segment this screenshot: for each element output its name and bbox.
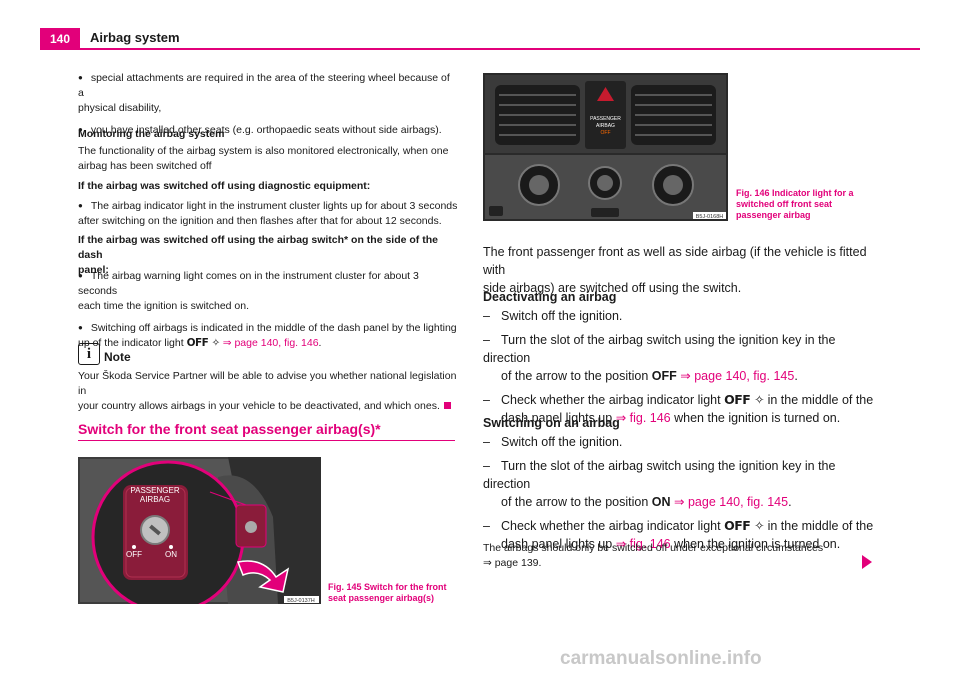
airbag-off-indicator-icon: OFF ✧	[186, 337, 221, 349]
watermark: carmanualsonline.info	[560, 648, 762, 669]
monitoring-heading: Monitoring the airbag system	[78, 128, 225, 140]
svg-text:B5J-0168H: B5J-0168H	[696, 214, 724, 220]
list-item-continued: physical disability,	[78, 102, 162, 114]
section-heading: Switch for the front seat passenger airb…	[78, 421, 381, 437]
monitoring-paragraph: The functionality of the airbag system i…	[78, 145, 449, 172]
step-item: –Check whether the airbag indicator ligh…	[483, 392, 874, 407]
airbag-off-indicator-icon: OFF ✧	[724, 518, 765, 533]
page-title: Airbag system	[90, 30, 180, 45]
end-mark-icon	[443, 402, 451, 409]
figure-145-caption: Fig. 145 Switch for the front seat passe…	[328, 582, 447, 603]
section-rule	[78, 440, 455, 441]
bullet-icon	[78, 200, 91, 212]
step-item: –Switch off the ignition.	[483, 435, 623, 449]
intro-paragraph: The front passenger front as well as sid…	[483, 245, 867, 295]
svg-text:OFF: OFF	[126, 550, 142, 559]
svg-text:OFF: OFF	[601, 130, 611, 136]
list-item: you have installed other seats (e.g. ort…	[78, 122, 458, 138]
bullet-icon	[78, 270, 91, 282]
bullet-icon	[78, 72, 91, 84]
next-page-arrow-icon	[862, 555, 872, 569]
svg-text:AIRBAG: AIRBAG	[140, 495, 170, 504]
bullet-icon	[78, 124, 91, 136]
activate-heading: Switching on an airbag	[483, 416, 620, 430]
list-item: special attachments are required in the …	[78, 70, 458, 101]
diagnostic-bullet: The airbag indicator light in the instru…	[78, 198, 458, 229]
figure-link[interactable]: ⇒ fig. 146	[615, 411, 671, 425]
deactivate-steps: –Switch off the ignition. –Turn the slot…	[483, 307, 883, 427]
step-item: –Check whether the airbag indicator ligh…	[483, 518, 874, 533]
page-link[interactable]: ⇒ page 140, fig. 146	[222, 337, 319, 349]
bullet-icon	[78, 322, 91, 334]
step-item: –Turn the slot of the airbag switch usin…	[483, 459, 836, 491]
svg-text:AIRBAG: AIRBAG	[596, 123, 615, 129]
svg-text:B5J-0137H: B5J-0137H	[287, 598, 315, 604]
deactivate-heading: Deactivating an airbag	[483, 290, 617, 304]
switch-bullets: The airbag warning light comes on in the…	[78, 268, 458, 351]
diagnostic-heading: If the airbag was switched off using dia…	[78, 180, 371, 192]
airbag-off-indicator-icon: OFF ✧	[724, 392, 765, 407]
svg-text:PASSENGER: PASSENGER	[590, 116, 621, 122]
bullet-list-top: special attachments are required in the …	[78, 70, 458, 138]
step-item: –Switch off the ignition.	[483, 309, 623, 323]
switch-heading: If the airbag was switched off using the…	[78, 234, 438, 276]
note-heading: Note	[104, 350, 131, 364]
figure-146-image: PASSENGER AIRBAG OFF B5J-0168H	[483, 73, 728, 221]
figure-146-caption: Fig. 146 Indicator light for a switched …	[736, 188, 854, 220]
page-number: 140	[40, 28, 80, 50]
figure-145-image: PASSENGER AIRBAG OFF ON B5J-0137H	[78, 457, 321, 614]
note-text: Your Škoda Service Partner will be able …	[78, 370, 457, 412]
footer-note: The airbags should only be switched off …	[483, 542, 824, 569]
page-link[interactable]: ⇒ page 140, fig. 145	[674, 495, 789, 509]
header-rule	[40, 48, 920, 50]
figure-link[interactable]: ⇒ fig. 146	[615, 537, 671, 551]
note-icon: i	[78, 343, 100, 365]
page-link[interactable]: ⇒ page 140, fig. 145	[680, 369, 795, 383]
activate-steps: –Switch off the ignition. –Turn the slot…	[483, 433, 883, 553]
step-item: –Turn the slot of the airbag switch usin…	[483, 333, 836, 365]
svg-text:ON: ON	[165, 550, 177, 559]
svg-text:PASSENGER: PASSENGER	[130, 486, 179, 495]
